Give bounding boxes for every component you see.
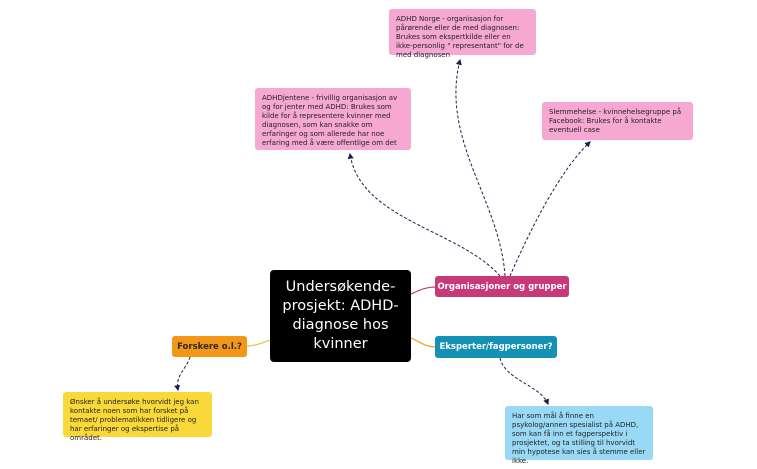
note-adhd-norge-text: ADHD Norge - organisasjon for pårørende … bbox=[396, 15, 524, 59]
branch-line-organisasjoner bbox=[410, 286, 436, 295]
note-onsker-text: Ønsker å undersøke hvorvidt jeg kan kont… bbox=[70, 398, 199, 442]
topic-forskere[interactable]: Forskere o.l.? bbox=[172, 336, 247, 357]
central-topic-label: Undersøkende-prosjekt: ADHD-diagnose hos… bbox=[282, 279, 399, 352]
note-har-som-maal[interactable]: Har som mål å finne en psykolog/annen sp… bbox=[505, 406, 653, 465]
topic-eksperter-label: Eksperter/fagpersoner? bbox=[439, 342, 553, 352]
branch-line-forskere bbox=[246, 339, 271, 347]
dashed-connector-har-som-maal bbox=[499, 357, 549, 406]
topic-forskere-label: Forskere o.l.? bbox=[177, 341, 242, 352]
topic-organisasjoner-label: Organisasjoner og grupper bbox=[437, 281, 567, 292]
central-topic[interactable]: Undersøkende-prosjekt: ADHD-diagnose hos… bbox=[270, 270, 411, 362]
dashed-connector-onsker bbox=[174, 356, 191, 392]
topic-eksperter-fagpersoner[interactable]: Eksperter/fagpersoner? bbox=[435, 336, 557, 358]
note-har-som-maal-text: Har som mål å finne en psykolog/annen sp… bbox=[512, 412, 646, 465]
dashed-connector-adhdjentene bbox=[347, 152, 501, 277]
note-onsker-undersoke[interactable]: Ønsker å undersøke hvorvidt jeg kan kont… bbox=[63, 392, 212, 442]
note-adhdjentene[interactable]: ADHDjentene - frivillig organisasjon av … bbox=[255, 88, 411, 150]
branch-line-eksperter bbox=[410, 337, 436, 348]
dashed-connector-slemmehelse bbox=[509, 141, 591, 277]
note-adhd-norge[interactable]: ADHD Norge - organisasjon for pårørende … bbox=[389, 9, 536, 59]
dashed-connector-adhd-norge bbox=[455, 58, 506, 277]
note-slemmehelse-text: Slemmehelse - kvinnehelsegruppe på Faceb… bbox=[549, 108, 682, 134]
topic-organisasjoner-og-grupper[interactable]: Organisasjoner og grupper bbox=[435, 276, 569, 297]
note-slemmehelse[interactable]: Slemmehelse - kvinnehelsegruppe på Faceb… bbox=[542, 102, 693, 140]
note-adhdjentene-text: ADHDjentene - frivillig organisasjon av … bbox=[262, 94, 398, 147]
